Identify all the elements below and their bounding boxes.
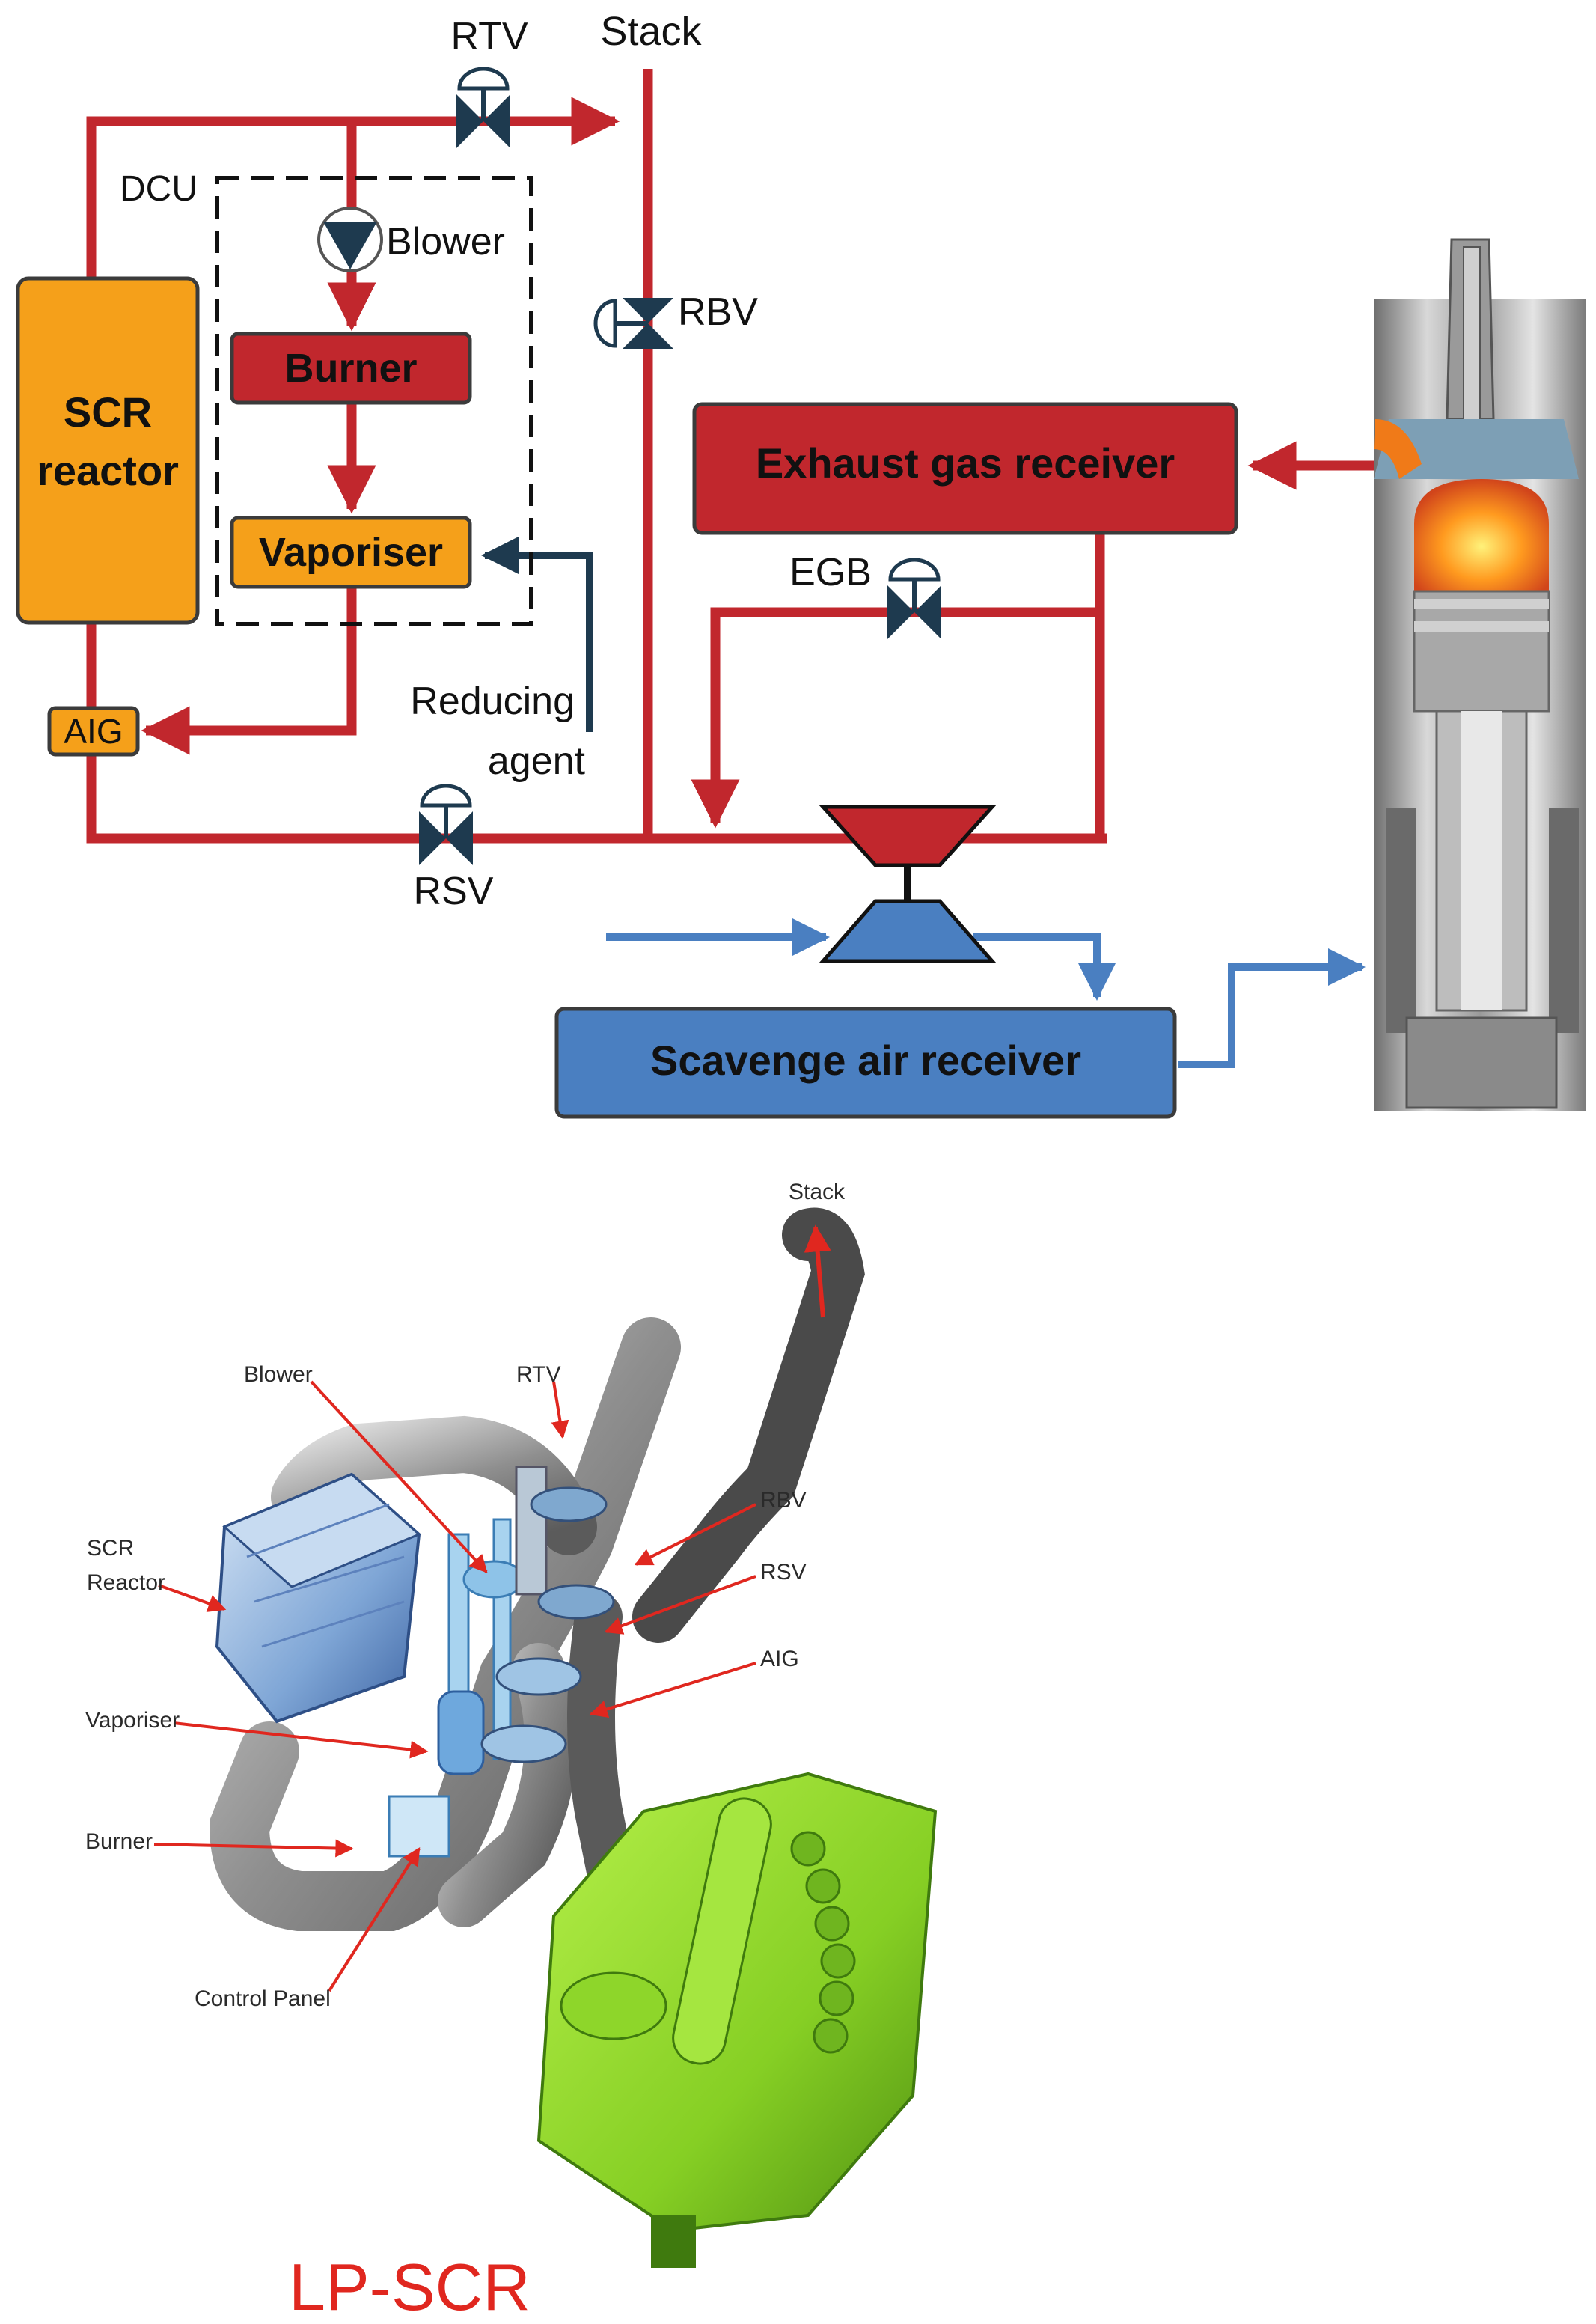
blower-3d-label: Blower [244,1362,313,1387]
aig-box [47,706,140,757]
reducing-agent-label-line1: Reducing [410,680,575,723]
scr-reactor-label-line1: SCR [64,388,152,436]
vaporiser-to-aig-line [141,588,357,755]
rsv-3d-label: RSV [760,1560,807,1585]
scr-reactor-3d-label-line2: Reactor [87,1570,165,1595]
turbocharger-icon [819,805,997,963]
lp-scr-title: LP-SCR [289,2250,531,2324]
dcu-boundary [215,176,533,626]
rbv-valve-icon [593,298,673,349]
compressor-to-receiver-line [973,933,1116,1001]
blower-icon [317,207,383,272]
vaporiser-box [230,516,472,589]
reactor-to-stack-line [86,97,620,278]
scavenge-air-receiver-label: Scavenge air receiver [650,1037,1081,1084]
rsv-label: RSV [414,870,494,913]
lp-scr-3d-render: Stack Blower RTV SCR Reactor RBV RSV AIG… [85,1180,938,2324]
exhaust-gas-receiver-box [692,402,1238,535]
reducing-agent-label-line2: agent [488,739,586,783]
rsv-valve-icon [419,784,473,865]
stack-3d-label: Stack [789,1180,846,1204]
control-panel-3d-label: Control Panel [195,1986,331,2011]
exhaust-gas-receiver-label: Exhaust gas receiver [756,439,1175,487]
aig-label: AIG [64,712,123,751]
scr-reactor-3d-label-line1: SCR [87,1536,134,1561]
dcu-components-3d [388,1466,615,1858]
scr-reactor-3d [215,1472,421,1724]
blower-label: Blower [386,220,505,263]
rbv-3d-label: RBV [760,1488,807,1513]
vaporiser-3d-label: Vaporiser [85,1708,180,1733]
rbv-label: RBV [678,290,758,334]
vaporiser-label: Vaporiser [259,530,443,575]
scavenge-air-receiver-box [554,1007,1177,1119]
scr-reactor-box [16,276,200,625]
dcu-label: DCU [120,169,198,209]
receiver-to-engine-line [1178,948,1366,1068]
rtv-3d-label: RTV [516,1362,560,1387]
engine-3d [536,1772,938,2268]
scr-reactor-label-line2: reactor [37,447,179,494]
egb-bypass-line [691,607,1100,829]
burner-3d-label: Burner [85,1829,153,1854]
egb-valve-icon [887,558,941,639]
exhaust-lines [86,69,1377,844]
engine-cutaway-image [1374,238,1586,1111]
rtv-label: RTV [450,15,528,58]
stack-label: Stack [600,9,702,54]
schematic: DCU Blower SCR reactor Burner Vaporiser … [16,9,1586,1119]
rtv-valve-icon [456,67,510,148]
aig-3d-label: AIG [760,1647,799,1671]
burner-label: Burner [284,346,417,391]
burner-box [230,332,472,405]
stack-pipe-3d [632,1207,865,1643]
reducing-agent-line [481,537,593,732]
aig-to-bottom-line [86,754,1107,844]
air-lines [606,918,1366,1068]
egb-label: EGB [789,551,872,594]
